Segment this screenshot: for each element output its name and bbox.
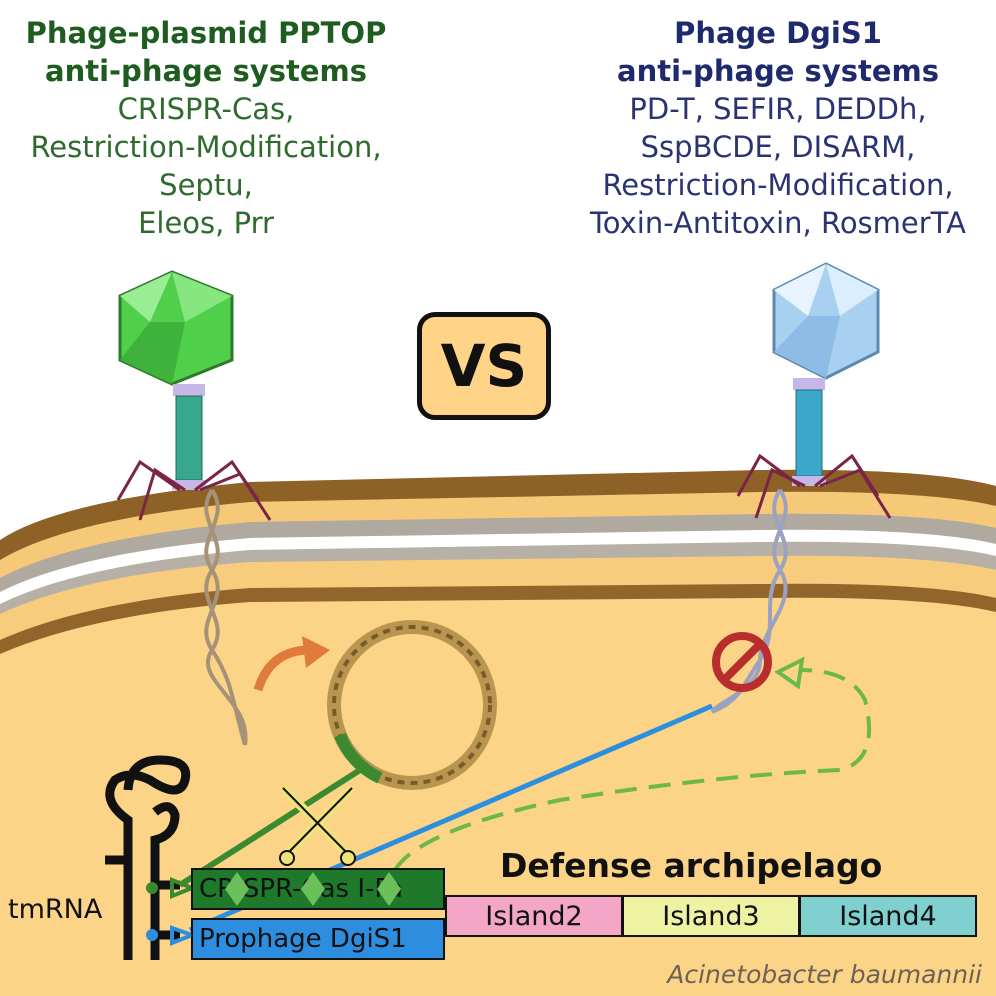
left-system-2: Restriction-Modification, [30, 130, 382, 164]
left-system-3: Septu, [159, 168, 253, 202]
prophage-gene-box: Prophage DgiS1 [191, 918, 445, 960]
archipelago-title: Defense archipelago [500, 846, 883, 885]
island2-box: Island2 [445, 895, 623, 937]
crispr-gene-box: CRISPR-Cas I-Fa [191, 868, 445, 910]
tmrna-blue-dot [146, 929, 158, 941]
left-panel: Phage-plasmid PPTOP anti-phage systems C… [0, 14, 412, 242]
left-phage-dna [204, 488, 248, 746]
right-system-2: SspBCDE, DISARM, [640, 130, 916, 164]
tmrna-structure [105, 755, 191, 960]
island3-label: Island3 [662, 900, 760, 932]
island4-box: Island4 [799, 895, 977, 937]
right-title-line2: anti-phage systems [617, 54, 939, 88]
plasmid-circle [327, 620, 497, 790]
species-label: Acinetobacter baumannii [667, 960, 982, 989]
tmrna-label: tmRNA [8, 894, 103, 925]
right-panel: Phage DgiS1 anti-phage systems PD-T, SEF… [560, 14, 996, 242]
swords-icon [279, 784, 356, 866]
right-system-3: Restriction-Modification, [602, 168, 954, 202]
left-phage-icon [116, 270, 272, 521]
island2-label: Island2 [485, 900, 583, 932]
dashed-arrow [393, 668, 872, 872]
left-title-line1: Phage-plasmid PPTOP [25, 16, 387, 50]
right-system-4: Toxin-Antitoxin, RosmerTA [590, 206, 966, 240]
injection-arrow [253, 645, 311, 692]
dashed-arrow-head [774, 656, 805, 690]
right-system-1: PD-T, SEFIR, DEDDh, [629, 92, 927, 126]
island3-box: Island3 [622, 895, 800, 937]
left-system-4: Eleos, Prr [138, 206, 274, 240]
prophage-arrow-head [170, 925, 198, 946]
vs-badge: VS [417, 312, 551, 420]
right-phage-icon [736, 262, 892, 519]
island4-label: Island4 [839, 900, 937, 932]
crispr-arrow-head [170, 877, 198, 899]
tmrna-green-dot [146, 882, 158, 894]
injection-arrow-head [302, 636, 330, 668]
block-icon [712, 632, 772, 692]
prophage-gene-label: Prophage DgiS1 [199, 924, 407, 954]
left-system-1: CRISPR-Cas, [117, 92, 295, 126]
left-title-line2: anti-phage systems [45, 54, 367, 88]
crispr-link-line [178, 767, 362, 888]
right-title-line1: Phage DgiS1 [674, 16, 882, 50]
crispr-gene-label: CRISPR-Cas I-Fa [199, 874, 403, 904]
